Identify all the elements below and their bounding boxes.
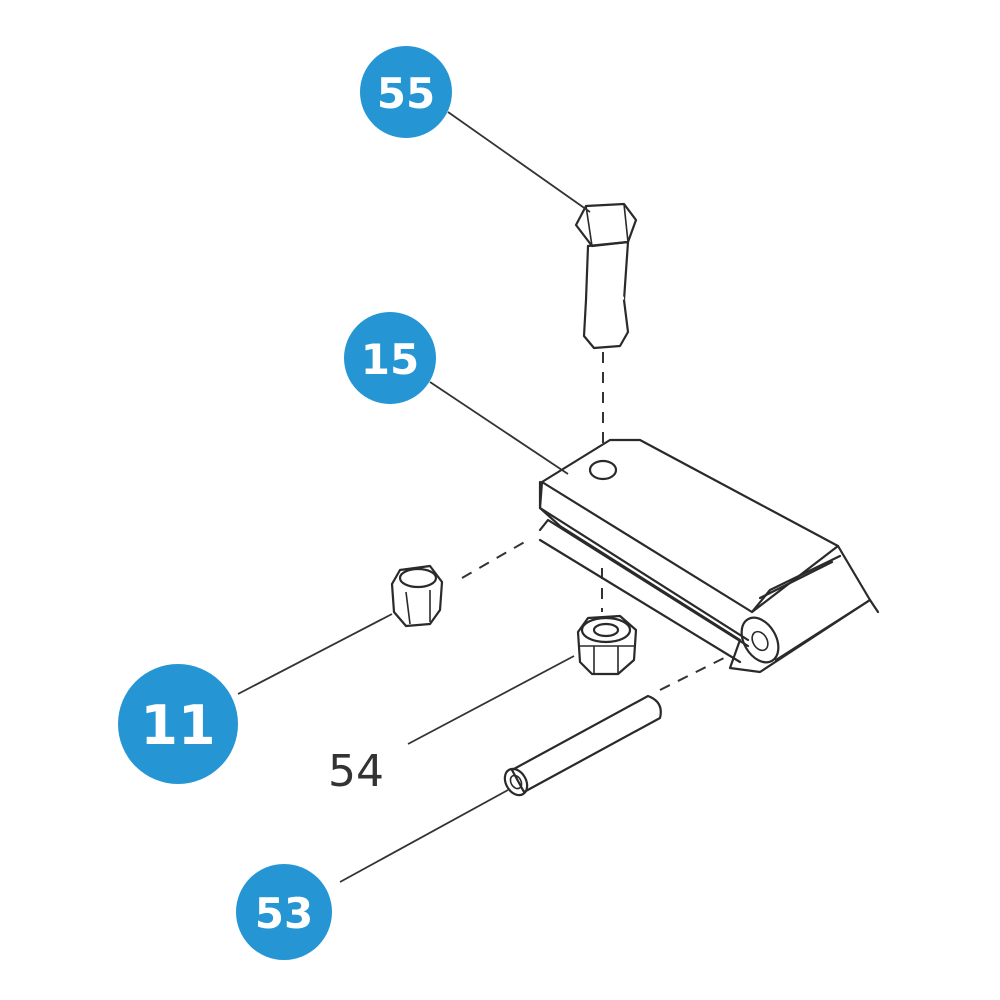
pin-centerline <box>659 655 729 691</box>
callout-15-circle <box>344 312 436 404</box>
callout-11: 11 <box>118 664 238 784</box>
hinge-bracket-icon <box>538 438 880 674</box>
callout-11-label: 11 <box>140 694 215 757</box>
cap-nut-icon <box>390 564 444 628</box>
leader-lines <box>237 111 591 883</box>
leader-54 <box>407 655 575 745</box>
callout-53-label: 53 <box>255 889 313 938</box>
callout-55: 55 <box>360 46 452 138</box>
callout-53: 53 <box>236 864 332 960</box>
callout-11-circle <box>118 664 238 784</box>
leader-55 <box>447 111 591 213</box>
callout-15: 15 <box>344 312 436 404</box>
assembly-centerlines <box>461 352 729 691</box>
leader-15 <box>429 381 569 475</box>
lock-nut-icon <box>576 614 638 676</box>
cap-nut-centerline <box>461 539 529 579</box>
leader-11 <box>237 613 393 695</box>
callout-15-label: 15 <box>361 335 419 384</box>
callout-55-circle <box>360 46 452 138</box>
callout-53-circle <box>236 864 332 960</box>
pin-icon <box>503 694 662 797</box>
part-number-54: 54 <box>328 746 384 797</box>
hex-bolt-icon <box>574 202 638 350</box>
callout-55-label: 55 <box>377 69 435 118</box>
leader-53 <box>339 789 509 883</box>
